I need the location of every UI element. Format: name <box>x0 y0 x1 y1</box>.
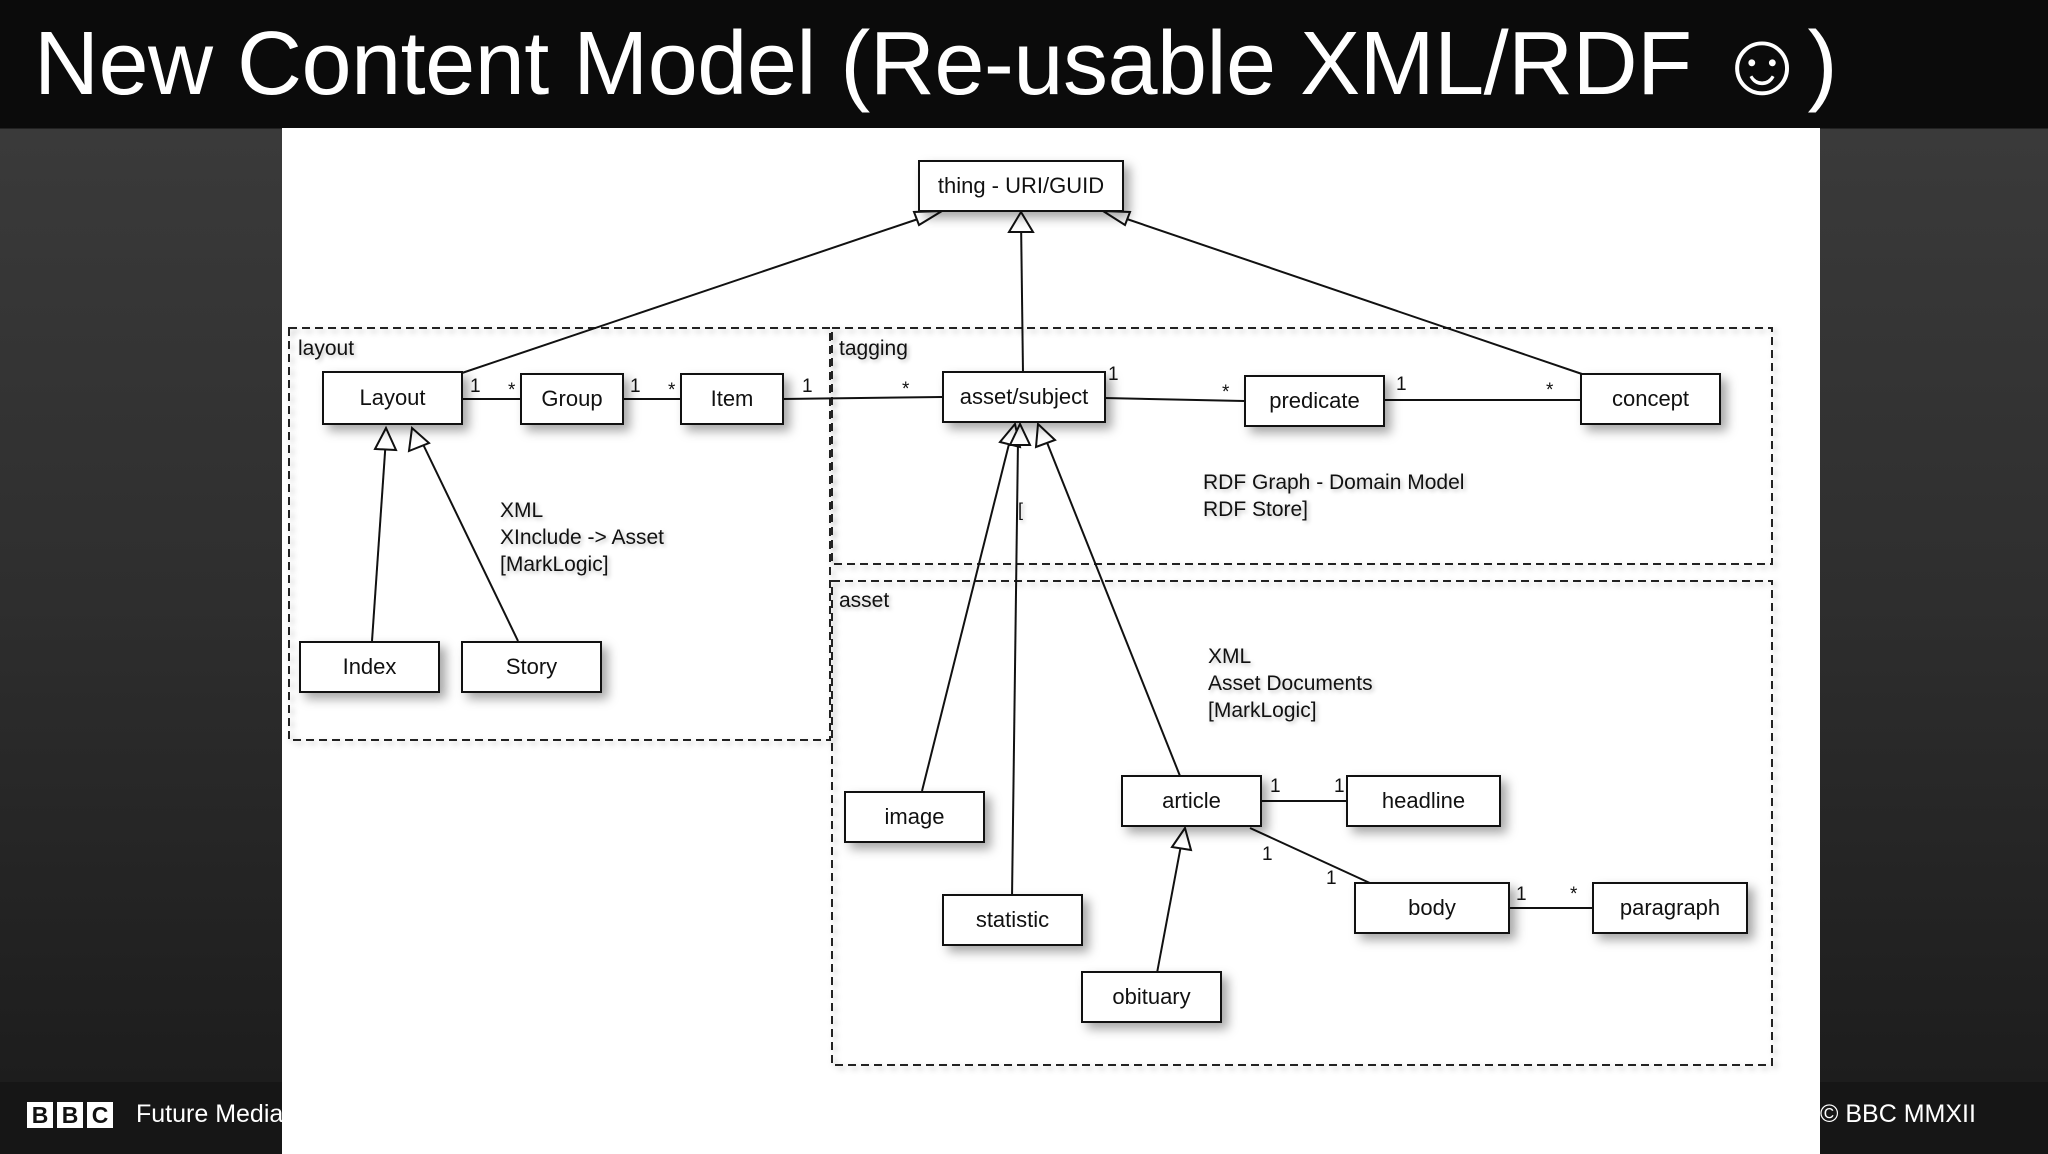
gen-arrow-story-layout <box>407 426 431 453</box>
note-line: Asset Documents <box>1208 672 1373 695</box>
class-layout: Layout <box>322 371 463 425</box>
package-asset-frame <box>831 580 1773 1066</box>
note-bracket: [ <box>1018 500 1024 520</box>
multiplicity-label: 1 <box>470 376 481 397</box>
note-rdf: RDF Graph - Domain Model RDF Store] <box>1203 469 1464 523</box>
class-headline: headline <box>1346 775 1501 827</box>
class-thing: thing - URI/GUID <box>918 160 1124 212</box>
multiplicity-label: 1 <box>1334 776 1345 797</box>
class-body: body <box>1354 882 1510 934</box>
class-asset-subject: asset/subject <box>942 371 1106 423</box>
uml-diagram: layout tagging asset thing - URI/GUID La… <box>282 128 1820 1154</box>
multiplicity-label: * <box>1546 380 1554 401</box>
class-image: image <box>844 791 985 843</box>
multiplicity-label: * <box>902 379 910 400</box>
note-line: [MarkLogic] <box>1208 699 1317 722</box>
gen-arrow-concept-thing <box>1099 209 1132 227</box>
multiplicity-label: 1 <box>1108 364 1119 385</box>
gen-line-statistic-asset <box>1011 439 1019 899</box>
bbc-logo-letter: C <box>87 1102 113 1128</box>
class-statistic: statistic <box>942 894 1083 946</box>
note-asset: XML Asset Documents [MarkLogic] <box>1208 643 1373 724</box>
multiplicity-label: * <box>668 380 676 401</box>
package-tagging-frame <box>831 327 1773 565</box>
class-index: Index <box>299 641 440 693</box>
class-group: Group <box>520 373 624 425</box>
multiplicity-label: 1 <box>1516 884 1527 905</box>
multiplicity-label: 1 <box>802 376 813 397</box>
footer-text: Future Media <box>136 1100 284 1128</box>
package-label-tagging: tagging <box>839 337 908 360</box>
class-paragraph: paragraph <box>1592 882 1748 934</box>
multiplicity-label: * <box>508 380 516 401</box>
class-concept: concept <box>1580 373 1721 425</box>
gen-line-concept-thing <box>1117 215 1583 375</box>
gen-line-article-asset <box>1045 439 1181 777</box>
note-line: RDF Store] <box>1203 498 1309 521</box>
class-obituary: obituary <box>1081 971 1222 1023</box>
multiplicity-label: 1 <box>1262 844 1273 865</box>
multiplicity-label: 1 <box>1396 374 1407 395</box>
gen-line-index-layout <box>371 437 387 642</box>
gen-line-story-layout <box>419 437 519 642</box>
note-layout: XML XInclude -> Asset [MarkLogic] <box>500 497 664 578</box>
slide-title: New Content Model (Re-usable XML/RDF ☺) <box>34 14 1838 114</box>
multiplicity-label: 1 <box>630 376 641 397</box>
gen-arrow-asset-thing <box>1007 210 1035 233</box>
multiplicity-label: 1 <box>1270 776 1281 797</box>
gen-arrow-article-asset <box>1034 421 1057 449</box>
package-label-layout: layout <box>298 337 355 360</box>
class-predicate: predicate <box>1244 375 1385 427</box>
note-line: XML <box>500 499 544 522</box>
note-line: XInclude -> Asset <box>500 526 665 549</box>
assoc-article-body <box>1249 827 1373 885</box>
gen-line-image-asset <box>921 439 1011 792</box>
note-line: XML <box>1208 645 1252 668</box>
bbc-logo-letter: B <box>27 1102 53 1128</box>
class-item: Item <box>680 373 784 425</box>
package-label-asset: asset <box>839 589 890 612</box>
multiplicity-label: * <box>1222 382 1230 403</box>
gen-arrow-layout-thing <box>912 209 946 227</box>
title-bar: New Content Model (Re-usable XML/RDF ☺) <box>0 0 2048 128</box>
copyright-text: © BBC MMXII <box>1820 1100 1976 1128</box>
bbc-logo: B B C <box>27 1102 113 1128</box>
class-story: Story <box>461 641 602 693</box>
multiplicity-label: 1 <box>1326 868 1337 889</box>
assoc-asset-predicate <box>1103 397 1245 402</box>
class-article: article <box>1121 775 1262 827</box>
note-line: RDF Graph - Domain Model <box>1203 471 1465 494</box>
gen-line-asset-thing <box>1020 218 1024 374</box>
multiplicity-label: * <box>1570 884 1578 905</box>
gen-line-obituary-article <box>1156 839 1183 974</box>
connector-layer <box>288 209 1773 1066</box>
gen-line-layout-thing <box>461 215 928 374</box>
assoc-item-asset <box>781 396 943 400</box>
gen-arrow-statistic-asset <box>1008 421 1032 446</box>
bbc-logo-letter: B <box>57 1102 83 1128</box>
gen-arrow-index-layout <box>373 425 398 452</box>
package-layout-frame <box>288 327 831 741</box>
note-line: [MarkLogic] <box>500 553 609 576</box>
gen-arrow-obituary-article <box>1170 825 1193 852</box>
